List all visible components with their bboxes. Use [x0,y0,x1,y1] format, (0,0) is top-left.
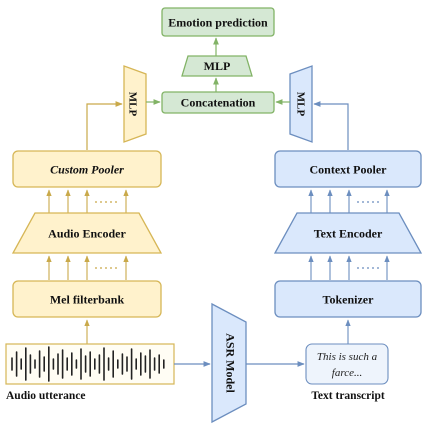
mlp-top-label: MLP [204,59,231,73]
concatenation-label: Concatenation [181,96,256,110]
mlp-text-label: MLP [294,92,306,117]
concatenation-box: Concatenation [161,91,275,114]
text-encoder-label: Text Encoder [314,227,383,241]
context-pooler-box: Context Pooler [274,150,422,188]
tokenizer-box: Tokenizer [274,280,422,318]
mel-filterbank-box: Mel filterbank [12,280,162,318]
custom-pooler-box: Custom Pooler [12,150,162,188]
emotion-prediction-box: Emotion prediction [161,7,275,37]
tokenizer-to-encoder-arrows [308,255,390,280]
text-encoder-to-pooler-arrows [308,189,390,213]
arrow-context-pooler-to-mlp [313,101,349,150]
mel-filterbank-label: Mel filterbank [50,293,125,307]
transcript-line-2: farce... [332,367,362,379]
text-transcript-caption: Text transcript [311,390,385,402]
text-encoder-trapezoid: Text Encoder [273,212,423,254]
arrow-custom-pooler-to-mlp [86,101,123,150]
audio-encoder-to-pooler-arrows [46,189,129,213]
tokenizer-label: Tokenizer [323,293,375,307]
audio-encoder-label: Audio Encoder [48,227,126,241]
context-pooler-label: Context Pooler [310,163,388,177]
transcript-line-1: This is such a [317,351,378,363]
asr-model-label: ASR Model [223,333,237,393]
mlp-text-projector: MLP [289,65,313,143]
emotion-prediction-label: Emotion prediction [168,16,268,30]
audio-encoder-trapezoid: Audio Encoder [11,212,163,254]
mlp-audio-label: MLP [126,92,138,117]
custom-pooler-label: Custom Pooler [50,163,124,177]
audio-waveform-box [5,343,175,385]
text-transcript-box: This is such a farce... [305,343,389,385]
asr-model-block: ASR Model [211,302,247,424]
mlp-audio-projector: MLP [123,65,147,143]
audio-utterance-caption: Audio utterance [6,390,86,402]
mlp-top-trapezoid: MLP [181,55,253,77]
waveform-icon [11,346,165,382]
filterbank-to-encoder-arrows [46,255,129,280]
